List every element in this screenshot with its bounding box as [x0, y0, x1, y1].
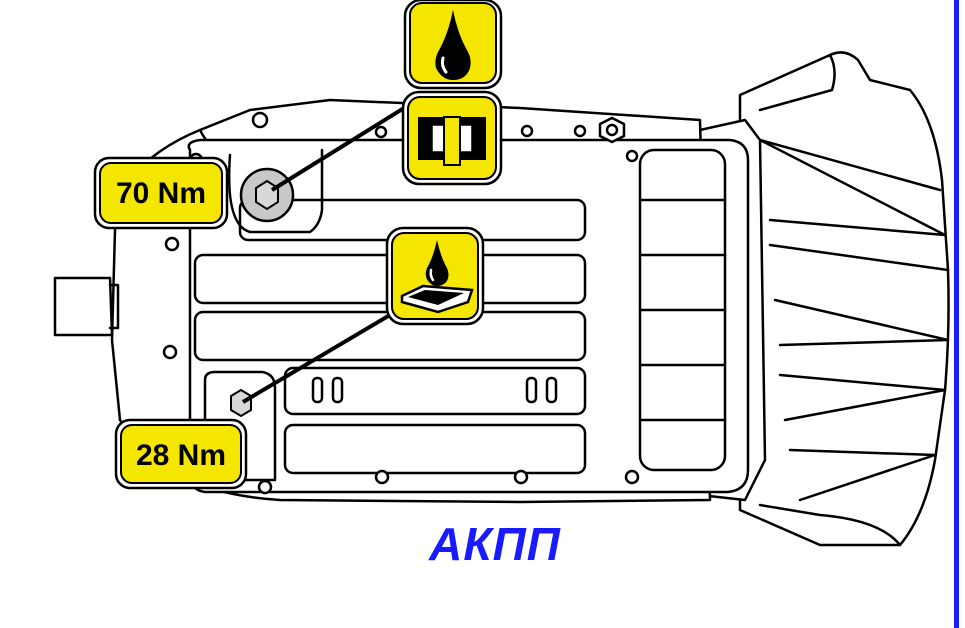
- right-border: [954, 0, 959, 628]
- torque-callout-28: 28 Nm: [114, 418, 248, 490]
- lower-plug: [230, 388, 252, 418]
- upper-plug: [239, 167, 295, 223]
- torque-callout-70: 70 Nm: [93, 156, 229, 230]
- leader-lines: [241, 93, 427, 404]
- oil-pan-level-icon: [385, 226, 485, 326]
- caption-title: АКПП: [428, 518, 561, 570]
- drain-plug-icon: [401, 90, 503, 186]
- oil-drop-icon: [403, 0, 503, 90]
- torque-label-70: 70 Nm: [116, 177, 206, 210]
- torque-label-28: 28 Nm: [136, 439, 226, 472]
